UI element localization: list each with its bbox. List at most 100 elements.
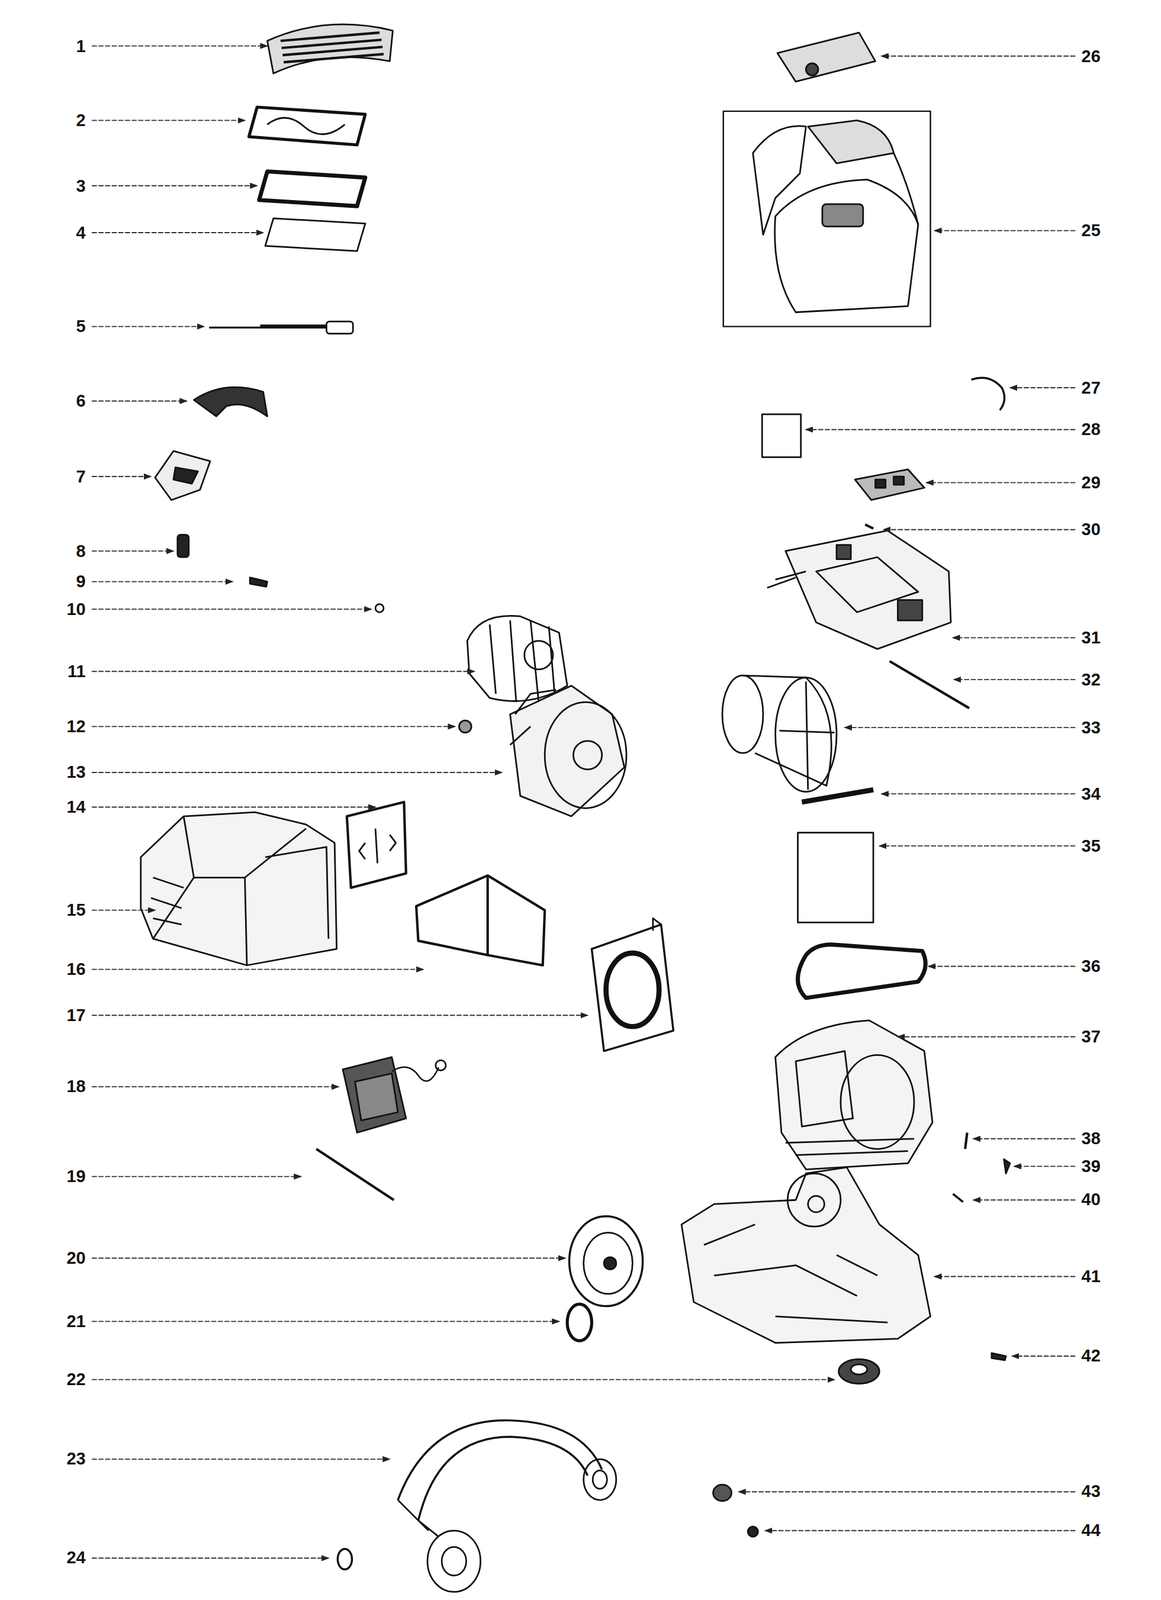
drum bbox=[722, 675, 764, 754]
switch-plate bbox=[854, 469, 925, 501]
fan-cage bbox=[524, 641, 553, 670]
leader-line bbox=[881, 55, 1076, 57]
housing bbox=[150, 878, 184, 925]
base bbox=[703, 1224, 888, 1323]
leader-line bbox=[879, 845, 1076, 847]
drum bbox=[775, 677, 837, 793]
housing bbox=[140, 812, 337, 966]
callout-number: 7 bbox=[76, 467, 86, 485]
leader-line bbox=[934, 1276, 1076, 1278]
filter-box bbox=[487, 875, 545, 966]
caster bbox=[838, 1359, 880, 1384]
callout-number: 33 bbox=[1081, 718, 1101, 736]
wheel bbox=[583, 1232, 633, 1294]
leader-line bbox=[91, 476, 151, 478]
leader-line bbox=[91, 670, 475, 672]
clip bbox=[1004, 1159, 1011, 1174]
rod bbox=[889, 661, 970, 709]
leader-line bbox=[91, 1379, 835, 1381]
frame-plate bbox=[653, 918, 662, 931]
leader-line bbox=[973, 1199, 1076, 1201]
callout-number: 17 bbox=[66, 1006, 86, 1024]
leader-line bbox=[91, 550, 174, 552]
leader-line bbox=[91, 1320, 559, 1323]
callout-number: 38 bbox=[1081, 1130, 1101, 1148]
gasket bbox=[259, 171, 366, 207]
leader-line bbox=[91, 232, 263, 234]
housing bbox=[152, 816, 328, 966]
callout-number: 10 bbox=[66, 600, 86, 618]
callout-number: 26 bbox=[1081, 47, 1101, 65]
pin bbox=[249, 577, 268, 588]
leader-line bbox=[881, 793, 1076, 795]
handle bbox=[397, 1500, 439, 1537]
switch-plate bbox=[854, 469, 925, 501]
cord-reel-housing bbox=[836, 545, 851, 560]
leader-line bbox=[91, 581, 233, 583]
callout-number: 19 bbox=[66, 1167, 86, 1185]
rod bbox=[326, 321, 353, 334]
callout-number: 28 bbox=[1081, 420, 1101, 439]
gasket bbox=[798, 944, 926, 999]
handle bbox=[418, 1436, 588, 1521]
callout-number: 36 bbox=[1081, 957, 1101, 975]
rod bbox=[208, 321, 353, 334]
fan-cage bbox=[489, 620, 555, 703]
callout-number: 44 bbox=[1081, 1521, 1101, 1539]
fan-cage bbox=[467, 615, 568, 701]
leader-line bbox=[928, 966, 1076, 968]
callout-number: 27 bbox=[1081, 378, 1101, 397]
switch-plate bbox=[893, 476, 905, 485]
wheel bbox=[569, 1216, 643, 1307]
drum bbox=[779, 682, 835, 791]
filter-sheet bbox=[265, 218, 366, 252]
motor bbox=[510, 685, 625, 817]
rod bbox=[316, 1149, 394, 1201]
callout-number: 31 bbox=[1081, 628, 1101, 646]
caster bbox=[850, 1364, 868, 1375]
callout-number: 22 bbox=[66, 1370, 86, 1388]
frame-plate bbox=[591, 918, 674, 1051]
cover-plate bbox=[777, 32, 876, 82]
callout-number: 43 bbox=[1081, 1483, 1101, 1501]
callout-number: 12 bbox=[66, 717, 86, 735]
leader-line bbox=[91, 772, 503, 774]
switch-unit bbox=[391, 1067, 439, 1082]
nut bbox=[713, 1484, 732, 1502]
callout-number: 18 bbox=[66, 1078, 86, 1096]
ring bbox=[337, 1549, 352, 1570]
callout-number: 14 bbox=[66, 798, 86, 816]
base bbox=[808, 1195, 825, 1213]
callout-number: 6 bbox=[76, 392, 86, 410]
motor bbox=[573, 741, 602, 770]
callout-number: 20 bbox=[66, 1249, 86, 1267]
plate bbox=[761, 414, 801, 458]
filter-sheet bbox=[798, 833, 874, 923]
handle bbox=[441, 1547, 466, 1576]
spring bbox=[177, 534, 189, 558]
cover-plate bbox=[805, 63, 819, 76]
cord-reel-housing bbox=[767, 530, 951, 649]
cover-assembly bbox=[822, 204, 864, 227]
callout-number: 35 bbox=[1081, 837, 1101, 855]
bag-compartment bbox=[775, 1020, 933, 1170]
motor bbox=[544, 702, 627, 809]
handle bbox=[583, 1459, 617, 1501]
motor bbox=[510, 689, 557, 745]
callout-number: 16 bbox=[66, 960, 86, 979]
leader-line bbox=[91, 725, 455, 728]
cord-reel-housing bbox=[897, 600, 922, 621]
wheel bbox=[603, 1257, 617, 1270]
pin bbox=[952, 1194, 963, 1203]
leader-line bbox=[1014, 1165, 1076, 1167]
plaque bbox=[346, 802, 407, 889]
callout-number: 5 bbox=[76, 317, 86, 336]
leader-line bbox=[897, 1036, 1076, 1038]
bag-compartment bbox=[795, 1051, 853, 1128]
caster bbox=[838, 1359, 880, 1384]
handle bbox=[397, 1420, 617, 1593]
exploded-view bbox=[140, 24, 1011, 1593]
callout-number: 23 bbox=[66, 1450, 86, 1468]
filter-frame bbox=[248, 107, 365, 146]
cord-reel-housing bbox=[767, 571, 806, 588]
